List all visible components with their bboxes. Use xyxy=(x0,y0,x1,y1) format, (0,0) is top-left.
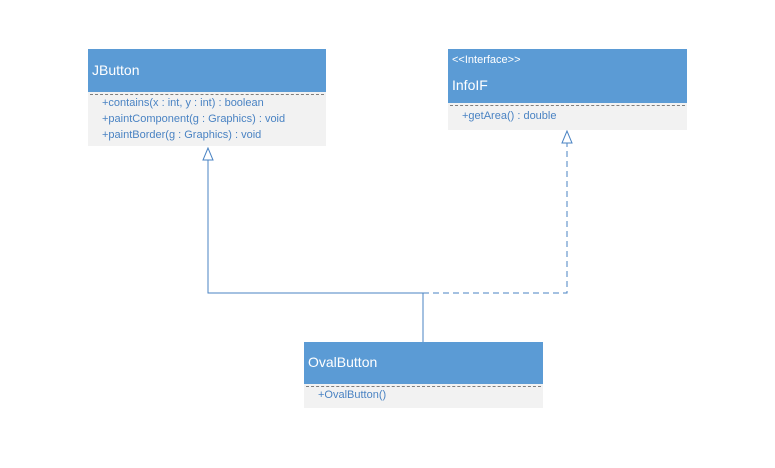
separator xyxy=(450,105,685,106)
class-ovalbutton[interactable]: OvalButton +OvalButton() xyxy=(304,342,543,408)
operation: +contains(x : int, y : int) : boolean xyxy=(102,97,264,109)
operation: +paintComponent(g : Graphics) : void xyxy=(102,113,286,125)
generalization-arrowhead xyxy=(202,146,214,161)
class-infoif-header: <<Interface>> InfoIF xyxy=(448,49,687,103)
class-ovalbutton-operations: +OvalButton() xyxy=(304,384,543,408)
operation: +paintBorder(g : Graphics) : void xyxy=(102,129,262,141)
class-ovalbutton-header: OvalButton xyxy=(304,342,543,384)
class-name: InfoIF xyxy=(452,77,488,93)
class-name: JButton xyxy=(92,62,140,78)
class-jbutton[interactable]: JButton +contains(x : int, y : int) : bo… xyxy=(88,49,326,146)
operation: +OvalButton() xyxy=(318,389,387,401)
class-name: OvalButton xyxy=(308,354,378,370)
operation: +getArea() : double xyxy=(462,110,557,122)
realization-arrowhead xyxy=(561,129,573,144)
stereotype-label: <<Interface>> xyxy=(452,54,521,66)
class-jbutton-header: JButton xyxy=(88,49,326,92)
generalization-line xyxy=(207,160,424,342)
class-infoif-operations: +getArea() : double xyxy=(448,103,687,130)
separator xyxy=(90,94,324,95)
class-infoif[interactable]: <<Interface>> InfoIF +getArea() : double xyxy=(448,49,687,130)
class-jbutton-operations: +contains(x : int, y : int) : boolean +p… xyxy=(88,92,326,146)
separator xyxy=(306,386,541,387)
realization-line xyxy=(423,143,568,294)
